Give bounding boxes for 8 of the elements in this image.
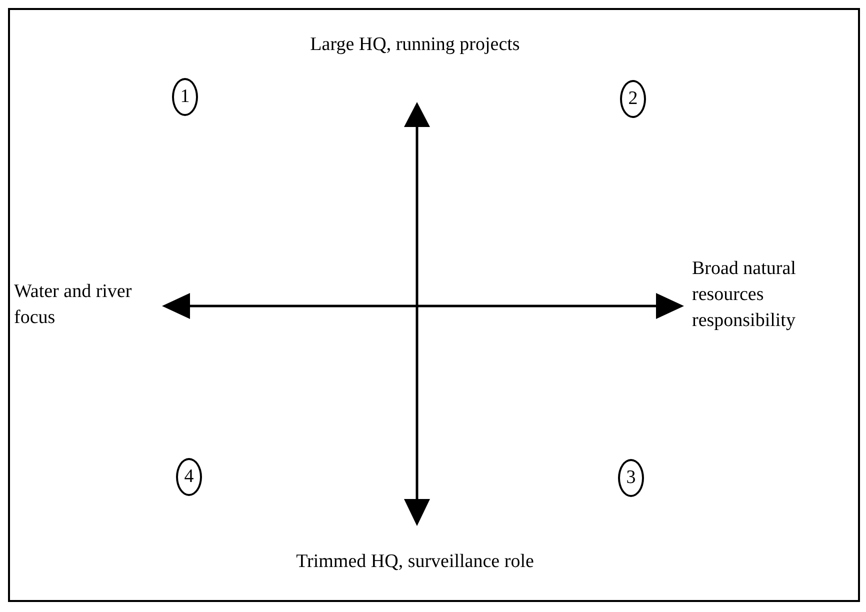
axis-label: Trimmed HQ, surveillance role	[295, 550, 535, 574]
quadrant-number: 1	[172, 78, 198, 116]
axis-label: Water and river focus	[14, 280, 133, 330]
quadrant-number: 4	[176, 458, 202, 496]
axis-label: Large HQ, running projects	[309, 33, 521, 57]
quadrant-number: 3	[618, 459, 644, 497]
axis-label: Broad natural resources responsibility	[692, 257, 797, 333]
quadrant-number: 2	[620, 80, 646, 118]
